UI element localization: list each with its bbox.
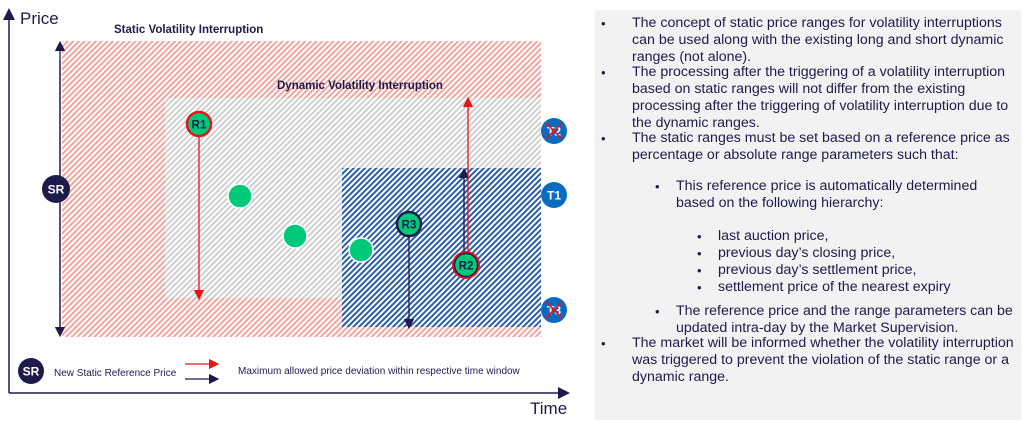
bullet-line: settlement price of the nearest expiry: [718, 279, 951, 295]
bullet-icon: •: [601, 16, 606, 31]
bullet-line: previous day’s closing price,: [718, 245, 896, 261]
t1-marker-label: T1: [547, 189, 561, 203]
bullet-text: previous day’s settlement price,: [718, 262, 916, 279]
bullet-line: The market will be informed whether the …: [632, 335, 1014, 351]
price-point: [282, 223, 308, 249]
bullet-text: The reference price and the range parame…: [676, 303, 1013, 337]
bullet-line: dynamic range.: [632, 369, 729, 385]
time-axis-label: Time: [530, 399, 567, 418]
bullet-line: processing after the triggering of volat…: [632, 98, 1009, 114]
bullet-line: based on the following hierarchy:: [676, 195, 884, 211]
bullet-line: The concept of static price ranges for v…: [632, 15, 1002, 31]
r2-marker-label: R2: [459, 261, 474, 273]
bullet-line: last auction price,: [718, 228, 829, 244]
legend: SR New Static Reference Price Maximum al…: [18, 358, 521, 385]
bullet-icon: •: [697, 280, 702, 295]
r3-marker: R3: [395, 210, 423, 238]
bullet-text: The processing after the triggering of a…: [632, 64, 1008, 132]
explanation-panel: • The concept of static price ranges for …: [595, 10, 1021, 420]
r1-marker: R1: [185, 110, 213, 138]
bullet-text: The market will be informed whether the …: [632, 335, 1014, 386]
bullet-text: The static ranges must be set based on a…: [632, 130, 1010, 164]
bullet-line: was triggered to prevent the violation o…: [632, 352, 1009, 368]
bullet-line: ranges (not alone).: [632, 49, 752, 65]
bullet-text: settlement price of the nearest expiry: [718, 279, 951, 296]
legend-sr-text: New Static Reference Price: [54, 368, 177, 379]
bullet-line: can be used along with the existing long…: [632, 32, 1004, 48]
t2-marker: T2: [541, 118, 567, 144]
t2-cross-icon-b: [545, 122, 563, 140]
dynamic-interruption-title: Dynamic Volatility Interruption: [277, 80, 443, 92]
r2-marker: R2: [452, 251, 480, 279]
bullet-icon: •: [655, 304, 660, 319]
static-interruption-title: Static Volatility Interruption: [114, 24, 263, 36]
sr-marker: SR: [42, 175, 70, 203]
bullet-line: based on static ranges will not differ f…: [632, 81, 966, 97]
bullet-icon: •: [697, 229, 702, 244]
legend-sr-badge: [18, 358, 44, 384]
bullet-line: The processing after the triggering of a…: [632, 64, 1006, 80]
legend-arrow-text: Maximum allowed price deviation within r…: [238, 366, 521, 377]
short-dynamic-range-region: [342, 168, 541, 327]
bullet-line: The static ranges must be set based on a…: [632, 130, 1010, 146]
bullet-text: last auction price,: [718, 228, 828, 245]
bullet-text: This reference price is automatically de…: [676, 178, 977, 212]
volatility-interruption-diagram: Price Time Static Volatility Interruptio…: [3, 8, 570, 418]
bullet-text: previous day’s closing price,: [718, 245, 895, 262]
price-point: [227, 183, 253, 209]
t3-cross-icon-b: [545, 301, 563, 319]
t3-marker: T3: [541, 297, 567, 323]
t1-marker: T1: [541, 182, 567, 208]
legend-sr-badge-label: SR: [23, 365, 40, 379]
bullet-line: previous day’s settlement price,: [718, 262, 917, 278]
bullet-icon: •: [655, 179, 660, 194]
bullet-icon: •: [601, 131, 606, 146]
r1-marker-label: R1: [192, 120, 207, 132]
bullet-line: the dynamic ranges.: [632, 115, 760, 131]
sr-marker-label: SR: [48, 183, 65, 197]
bullet-line: updated intra-day by the Market Supervis…: [676, 320, 959, 336]
bullet-line: percentage or absolute range parameters …: [632, 147, 959, 163]
bullet-icon: •: [697, 263, 702, 278]
price-point: [348, 237, 374, 263]
bullet-icon: •: [697, 246, 702, 261]
bullet-line: The reference price and the range parame…: [676, 303, 1013, 319]
bullet-text: The concept of static price ranges for v…: [632, 15, 1003, 66]
bullet-icon: •: [601, 336, 606, 351]
r3-marker-label: R3: [402, 220, 417, 232]
bullet-line: This reference price is automatically de…: [676, 178, 978, 194]
bullet-icon: •: [601, 65, 606, 80]
price-axis-label: Price: [20, 9, 59, 28]
